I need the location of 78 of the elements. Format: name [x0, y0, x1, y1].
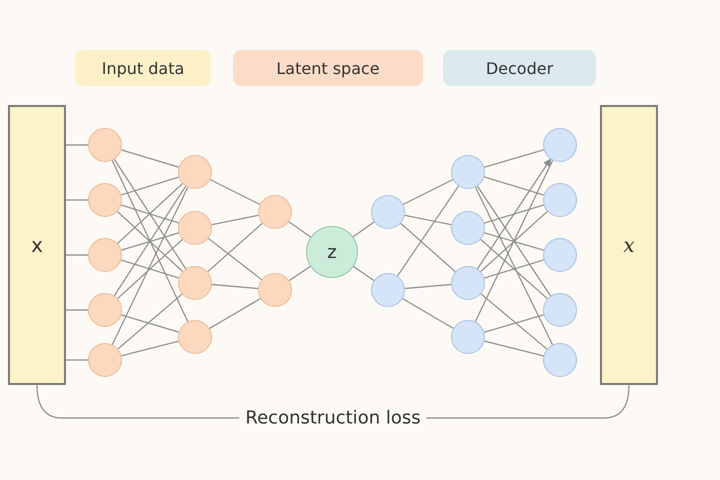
connection-line	[121, 340, 179, 356]
neuron-circle	[88, 128, 122, 162]
neuron-circle	[543, 183, 577, 217]
connection-line	[480, 238, 548, 300]
connection-line	[121, 259, 179, 279]
neuron-circle	[371, 273, 405, 307]
connection-line	[121, 314, 179, 333]
connection-line	[484, 314, 544, 333]
connection-line	[112, 187, 188, 345]
connection-line	[114, 158, 186, 270]
data-vector-box: x	[600, 105, 658, 385]
neuron-circle	[451, 211, 485, 245]
connection-line	[476, 158, 552, 270]
connection-line	[404, 284, 452, 290]
neuron-circle	[543, 293, 577, 327]
connection-line	[480, 293, 548, 350]
neuron-circle	[451, 155, 485, 189]
connection-line	[353, 266, 374, 281]
connection-line	[352, 221, 375, 238]
neuron-circle	[371, 195, 405, 229]
connection-line	[484, 232, 544, 251]
connection-line	[66, 359, 88, 361]
connection-line	[484, 259, 544, 279]
neuron-circle	[178, 211, 212, 245]
neuron-circle	[178, 155, 212, 189]
connection-line	[402, 298, 454, 329]
connection-line	[66, 144, 88, 146]
connection-line	[112, 160, 188, 322]
neuron-circle	[543, 238, 577, 272]
section-label: Latent space	[233, 50, 423, 86]
latent-node: z	[306, 226, 358, 278]
connection-line	[66, 309, 88, 311]
neuron-circle	[451, 320, 485, 354]
connection-line	[118, 294, 182, 350]
neuron-circle	[258, 273, 292, 307]
connection-line	[484, 204, 544, 224]
neuron-circle	[543, 343, 577, 377]
connection-line	[114, 186, 186, 296]
neuron-circle	[88, 183, 122, 217]
connection-line	[66, 254, 88, 256]
connection-line	[212, 284, 258, 290]
neuron-circle	[543, 128, 577, 162]
connection-line	[66, 199, 88, 201]
connection-line	[209, 298, 261, 329]
neuron-circle	[451, 266, 485, 300]
neuron-circle	[258, 195, 292, 229]
connection-line	[208, 238, 262, 280]
section-label: Input data	[75, 50, 211, 86]
neuron-circle	[178, 320, 212, 354]
connection-line	[400, 222, 456, 272]
data-vector-box: x	[8, 105, 66, 385]
connection-line	[207, 222, 263, 272]
connection-line	[474, 187, 554, 345]
connection-line	[117, 183, 183, 244]
connection-line	[402, 179, 454, 205]
connection-line	[484, 176, 544, 196]
connection-line	[484, 340, 544, 356]
connection-line	[212, 214, 258, 226]
connection-line	[397, 186, 459, 276]
connection-line	[210, 179, 260, 205]
neuron-circle	[178, 266, 212, 300]
neuron-circle	[88, 343, 122, 377]
section-label: Decoder	[443, 50, 596, 86]
connection-line	[476, 186, 552, 296]
connection-line	[121, 232, 179, 251]
connection-line	[121, 204, 179, 224]
neuron-circle	[88, 238, 122, 272]
connection-line	[474, 160, 554, 322]
connection-line	[404, 214, 452, 226]
connection-line	[117, 211, 183, 272]
connection-line	[484, 149, 544, 168]
connection-line	[288, 221, 312, 238]
connection-line	[288, 266, 311, 282]
connection-line	[121, 149, 179, 168]
connection-line	[117, 239, 183, 299]
neuron-circle	[88, 293, 122, 327]
connection-line	[480, 210, 548, 272]
connection-line	[121, 176, 179, 196]
